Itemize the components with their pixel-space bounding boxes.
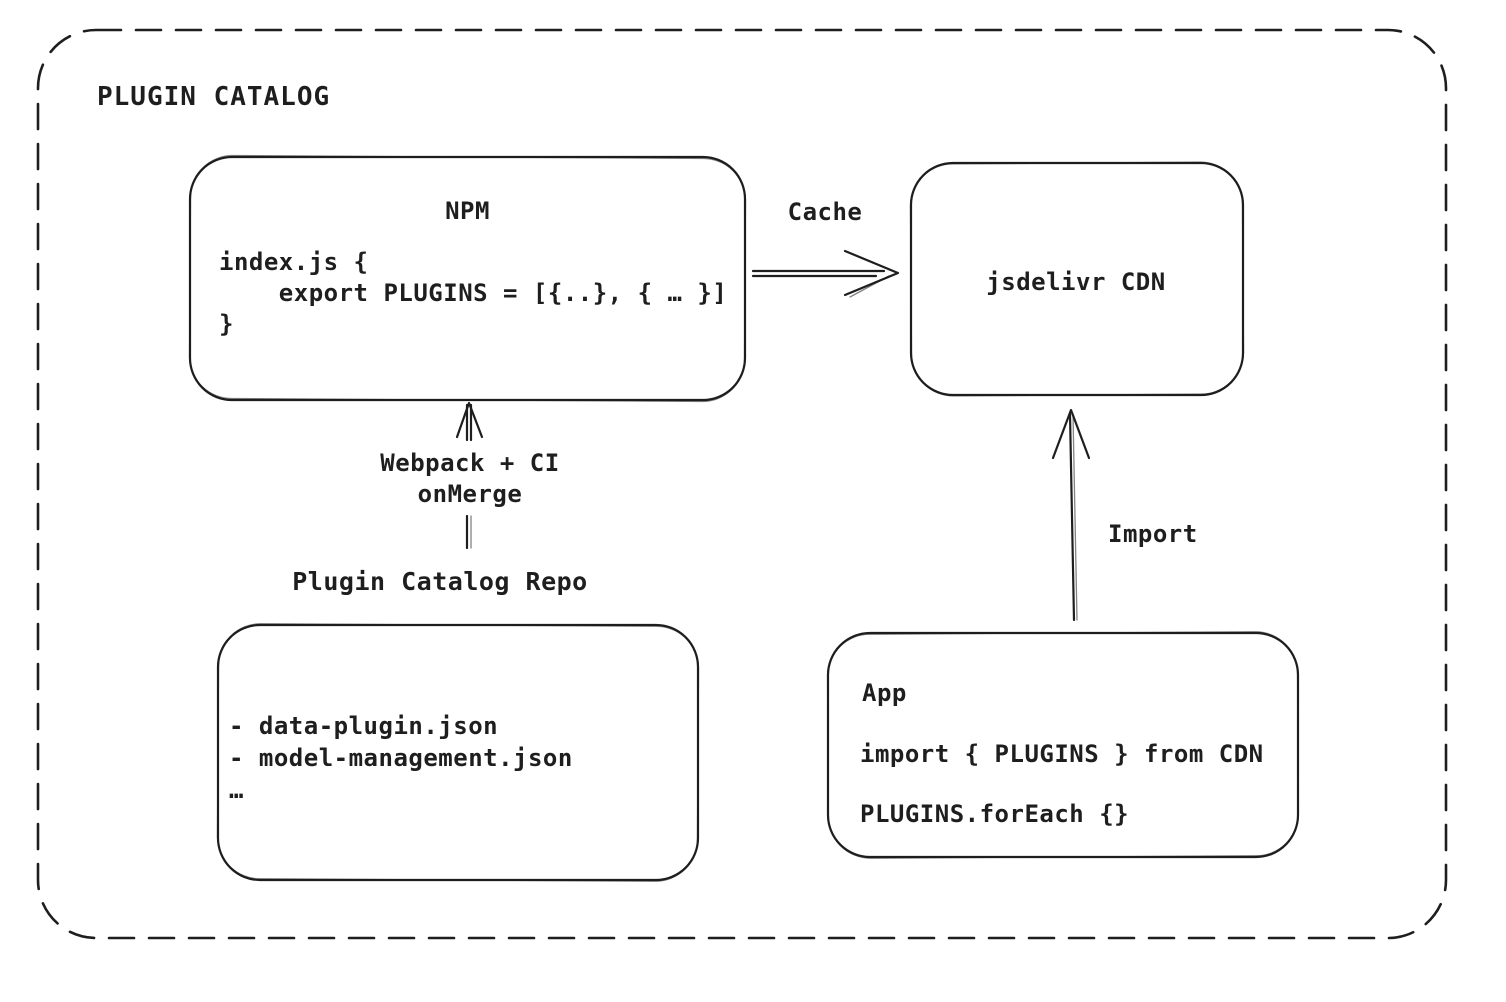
app-import-line: import { PLUGINS } from CDN — [860, 740, 1264, 768]
app-foreach-line: PLUGINS.forEach {} — [860, 800, 1130, 828]
frame-title: PLUGIN CATALOG — [97, 82, 331, 112]
build-arrow — [455, 401, 484, 550]
repo-node-box — [216, 623, 700, 882]
npm-code-block: index.js { export PLUGINS = [{..}, { … }… — [219, 248, 728, 338]
cdn-node-label: jsdelivr CDN — [986, 268, 1166, 296]
cache-arrow — [751, 249, 900, 298]
build-arrow-label: Webpack + CI onMerge — [380, 449, 560, 508]
cache-arrow-label: Cache — [787, 198, 863, 226]
import-arrow — [1051, 408, 1091, 622]
repo-node-label: Plugin Catalog Repo — [292, 567, 588, 596]
cdn-node-box — [909, 161, 1245, 397]
repo-file-list: - data-plugin.json - model-management.js… — [229, 712, 573, 804]
npm-node-title: NPM — [445, 197, 490, 225]
import-arrow-label: Import — [1108, 520, 1198, 548]
catalog-boundary — [36, 28, 1448, 940]
app-node-box — [826, 631, 1300, 859]
app-node-title: App — [862, 679, 907, 707]
npm-node-box — [188, 154, 747, 403]
